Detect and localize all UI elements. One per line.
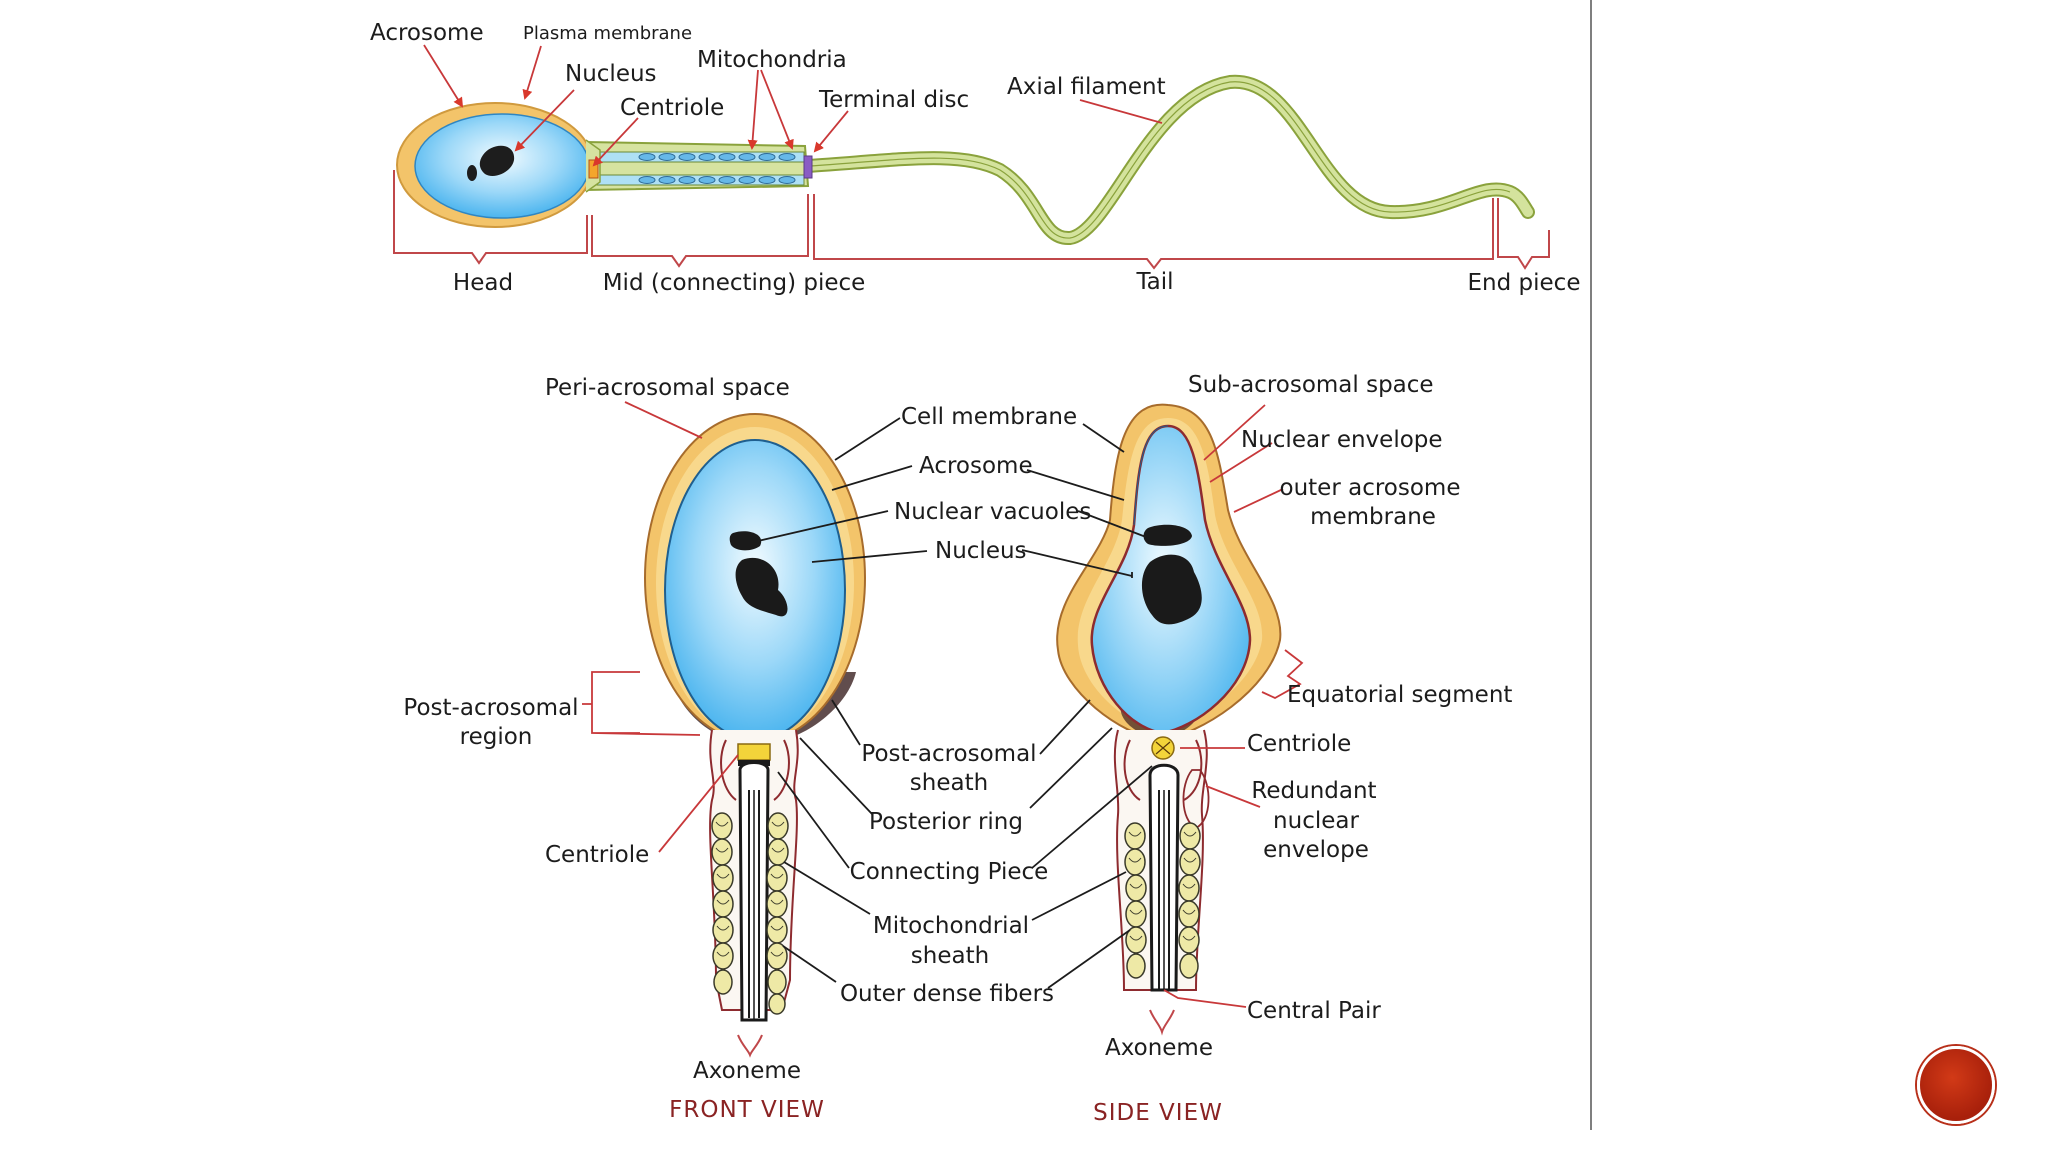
- label-axoneme-side: Axoneme: [1105, 1035, 1213, 1061]
- label-acrosome-top: Acrosome: [370, 20, 484, 46]
- label-centriole-front: Centriole: [545, 842, 649, 868]
- label-outer-acrosome-membrane-line2: membrane: [1310, 504, 1436, 530]
- top-sperm-drawing: [396, 74, 1535, 245]
- label-central-pair: Central Pair: [1247, 998, 1381, 1024]
- label-sub-acrosomal-space: Sub-acrosomal space: [1188, 372, 1434, 398]
- label-plasma-membrane: Plasma membrane: [523, 23, 692, 44]
- label-cell-membrane: Cell membrane: [901, 404, 1077, 430]
- label-mid-piece: Mid (connecting) piece: [603, 270, 866, 296]
- caption-front-view: FRONT VIEW: [669, 1097, 825, 1123]
- label-nucleus-top: Nucleus: [565, 61, 657, 87]
- front-pointer-lines: [582, 401, 928, 983]
- label-mitochondrial-sheath-line2: sheath: [911, 943, 989, 969]
- caption-side-view: SIDE VIEW: [1093, 1100, 1223, 1126]
- label-outer-acrosome-membrane-line1: outer acrosome: [1280, 475, 1461, 501]
- label-connecting-piece: Connecting Piece: [850, 859, 1049, 885]
- front-vacuole-shape: [729, 531, 762, 551]
- circle-nav-button[interactable]: [1917, 1046, 1995, 1124]
- label-terminal-disc: Terminal disc: [818, 87, 969, 113]
- label-acrosome-front: Acrosome: [919, 453, 1033, 479]
- label-redundant-nuclear-envelope-line2: nuclear: [1273, 808, 1359, 834]
- label-peri-acrosomal-space: Peri-acrosomal space: [545, 375, 790, 401]
- label-centriole-top: Centriole: [620, 95, 724, 121]
- label-mitochondria: Mitochondria: [697, 47, 847, 73]
- label-axial-filament: Axial filament: [1007, 74, 1166, 100]
- label-nuclear-vacuoles: Nuclear vacuoles: [894, 499, 1091, 525]
- top-region-brackets: [393, 170, 1550, 270]
- label-axoneme-front: Axoneme: [693, 1058, 801, 1084]
- nucleus-top-shape: [479, 145, 515, 177]
- label-nucleus-front: Nucleus: [935, 538, 1027, 564]
- label-centriole-side: Centriole: [1247, 731, 1351, 757]
- side-nucleus-shape: [1141, 554, 1202, 625]
- label-post-acrosomal-sheath-line1: Post-acrosomal: [861, 741, 1036, 767]
- side-pointer-lines: [1021, 404, 1304, 1008]
- front-nucleus-shape: [735, 557, 788, 617]
- label-post-acrosomal-sheath-line2: sheath: [910, 770, 988, 796]
- side-vacuole-shape: [1143, 524, 1192, 546]
- mitochondria-row-top: [638, 153, 796, 184]
- top-pointer-lines: [423, 44, 1163, 167]
- label-mitochondrial-sheath-line1: Mitochondrial: [873, 913, 1029, 939]
- label-end-piece: End piece: [1468, 270, 1581, 296]
- label-post-acrosomal-region-line2: region: [460, 724, 533, 750]
- label-nuclear-envelope: Nuclear envelope: [1241, 427, 1443, 453]
- label-head: Head: [453, 270, 513, 296]
- front-centriole-shape: [737, 743, 771, 761]
- label-tail: Tail: [1135, 269, 1173, 295]
- label-outer-dense-fibers: Outer dense fibers: [840, 981, 1054, 1007]
- terminal-disc-shape: [803, 155, 813, 179]
- side-view-drawing: [1056, 403, 1282, 1036]
- label-redundant-nuclear-envelope-line1: Redundant: [1251, 778, 1376, 804]
- label-posterior-ring: Posterior ring: [869, 809, 1023, 835]
- label-post-acrosomal-region-line1: Post-acrosomal: [403, 695, 578, 721]
- front-view-drawing: [644, 413, 866, 1058]
- label-equatorial-segment: Equatorial segment: [1287, 682, 1512, 708]
- label-redundant-nuclear-envelope-line3: envelope: [1263, 837, 1369, 863]
